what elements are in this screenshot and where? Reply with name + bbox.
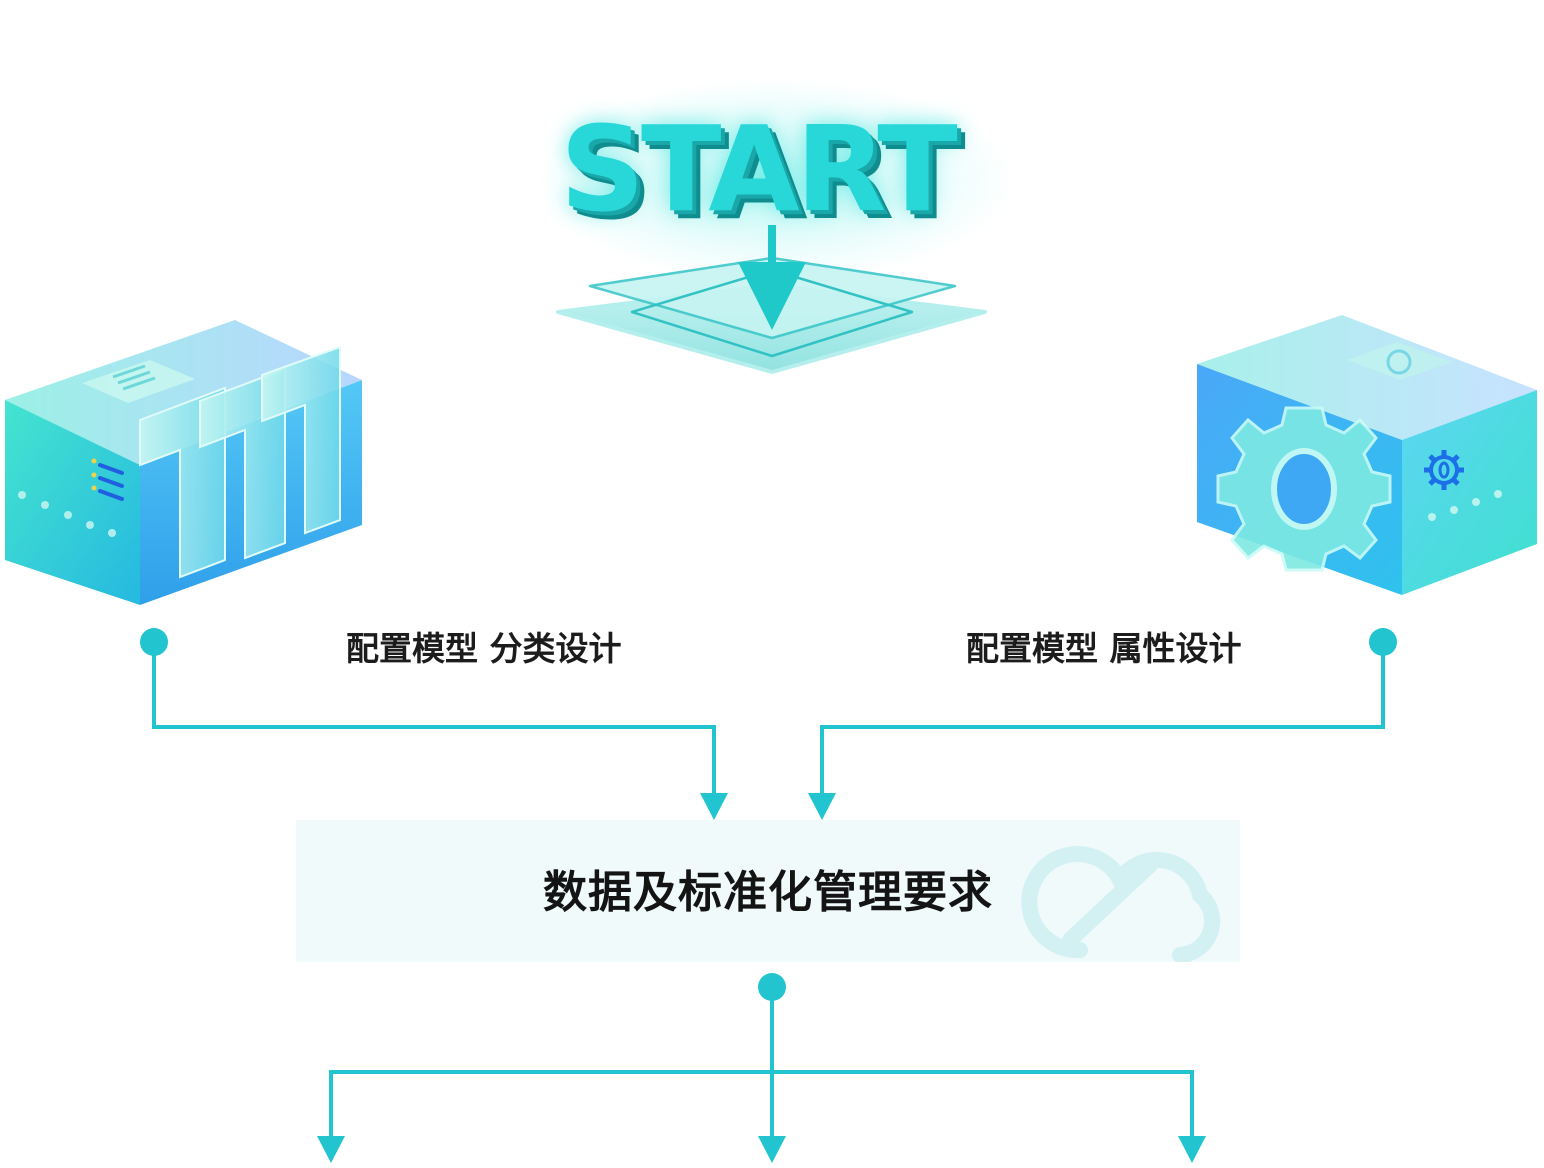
gear-cube-icon	[1197, 315, 1537, 595]
right-connector-line	[820, 642, 1385, 797]
start-arrow-head	[738, 262, 806, 330]
bottom-arrowhead-right	[1178, 1136, 1206, 1163]
small-gear	[1424, 450, 1464, 490]
left-node-label: 配置模型 分类设计	[346, 629, 622, 668]
right-node-dot	[1369, 628, 1397, 656]
big-gear	[1216, 406, 1392, 572]
left-arrowhead	[700, 793, 728, 820]
bottom-branch-line	[329, 1070, 1194, 1140]
cloud-watermark-icon	[1021, 846, 1221, 962]
left-node-dot	[140, 628, 168, 656]
center-node-dot	[758, 973, 786, 1001]
server-rack-icon	[5, 320, 362, 605]
right-node-label: 配置模型 属性设计	[966, 629, 1242, 668]
right-arrowhead	[808, 793, 836, 820]
bottom-arrowhead-center	[758, 1136, 786, 1163]
start-title: START	[560, 100, 958, 238]
center-node-label: 数据及标准化管理要求	[543, 867, 993, 918]
bottom-arrowhead-left	[317, 1136, 345, 1163]
left-connector-line	[152, 642, 716, 797]
